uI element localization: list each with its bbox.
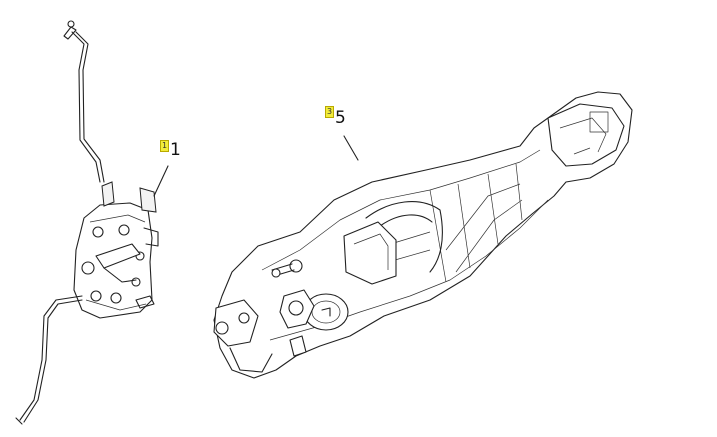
leader-line-1 [153,165,169,197]
hotspot-marker-1[interactable]: 1 [160,140,169,152]
callout-label-5: 5 [335,108,346,128]
door-lock-assembly [15,20,159,425]
lock-body [73,181,159,319]
callout-label-1: 1 [170,140,181,160]
hotspot-marker-3[interactable]: 3 [325,106,334,118]
door-handle-carrier [213,91,633,379]
leader-line-5 [343,135,359,161]
upper-control-rod [63,20,105,183]
lower-control-rod [15,295,83,425]
